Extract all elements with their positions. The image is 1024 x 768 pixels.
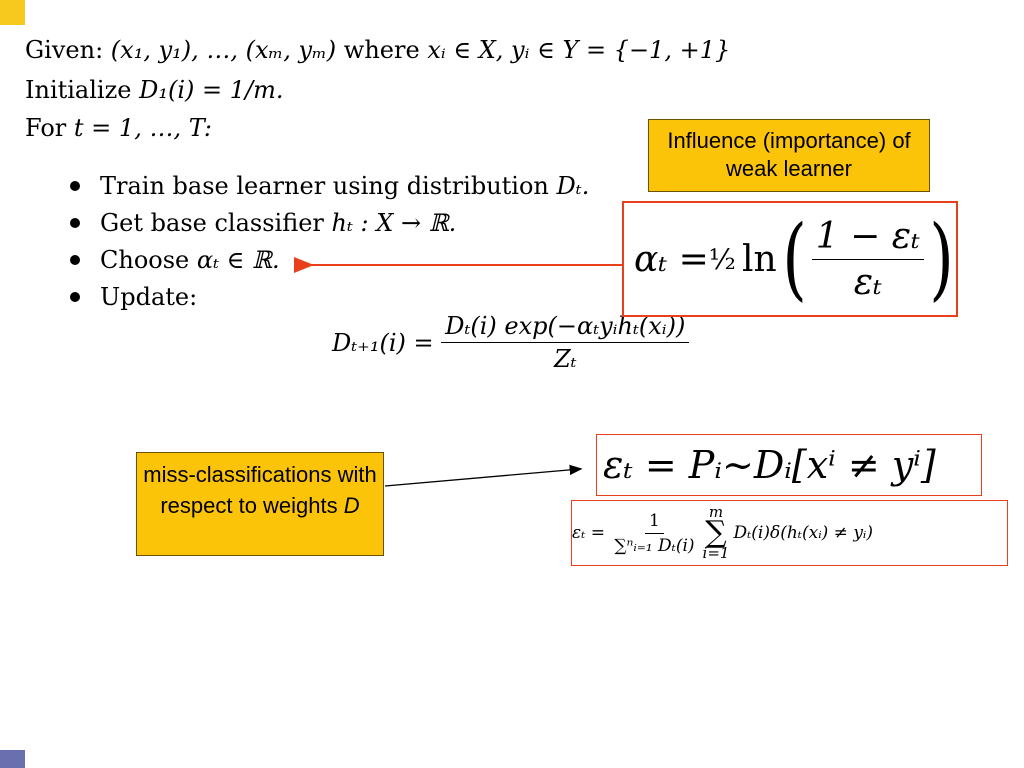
alpha-half: ½ bbox=[708, 242, 736, 276]
bullet-icon bbox=[70, 181, 80, 191]
left-paren: ( bbox=[781, 206, 807, 311]
right-paren: ) bbox=[929, 206, 954, 311]
for-math: t = 1, …, T: bbox=[73, 114, 212, 142]
step-item: Update: bbox=[70, 283, 589, 320]
given-sets: xᵢ ∈ X, yᵢ ∈ Y = {−1, +1} bbox=[427, 36, 731, 64]
epsilon-weighted-box: εₜ = 1 ∑ⁿᵢ₌₁ Dₜ(i) m ∑ i=1 Dₜ(i)δ(hₜ(xᵢ)… bbox=[571, 500, 1008, 566]
init-math: D₁(i) = 1/m. bbox=[139, 76, 284, 104]
given-line: Given: (x₁, y₁), …, (xₘ, yₘ) where xᵢ ∈ … bbox=[25, 36, 730, 64]
miss-var: D bbox=[343, 493, 360, 518]
given-where: where bbox=[343, 36, 420, 64]
step-text: Update: bbox=[100, 283, 198, 311]
step-item: Choose αₜ ∈ ℝ. bbox=[70, 246, 589, 283]
step-text: Train base learner using distribution bbox=[100, 172, 549, 200]
alpha-fraction: 1 − εₜ εₜ bbox=[811, 216, 924, 303]
for-line: For t = 1, …, T: bbox=[25, 114, 212, 142]
step-text: Get base classifier bbox=[100, 209, 324, 237]
step-math: hₜ : X → ℝ. bbox=[331, 209, 457, 237]
given-label: Given: bbox=[25, 36, 104, 64]
slide-corner-top bbox=[0, 0, 25, 25]
alpha-formula-box: αₜ = ½ ln ( 1 − εₜ εₜ ) bbox=[622, 201, 958, 317]
miss-classification-callout: miss-classifications with respect to wei… bbox=[136, 452, 384, 556]
bullet-icon bbox=[70, 255, 80, 265]
update-denominator: Zₜ bbox=[553, 345, 577, 373]
step-list: Train base learner using distribution Dₜ… bbox=[70, 172, 589, 320]
epsilon-definition: εₜ = Pᵢ∼Dᵢ[xⁱ ≠ yⁱ] bbox=[603, 443, 936, 487]
sum-lower-limit: i=1 bbox=[702, 544, 730, 562]
influence-text: Influence (importance) of weak learner bbox=[667, 128, 911, 181]
slide-corner-bottom bbox=[0, 750, 25, 768]
given-math: (x₁, y₁), …, (xₘ, yₘ) bbox=[110, 36, 337, 64]
sum-symbol: m ∑ i=1 bbox=[703, 505, 730, 561]
epsilon-denominator: ∑ⁿᵢ₌₁ Dₜ(i) bbox=[614, 535, 695, 556]
alpha-lhs: αₜ = bbox=[634, 238, 709, 280]
step-math: Dₜ. bbox=[556, 172, 590, 200]
alpha-numerator: 1 − εₜ bbox=[811, 216, 924, 260]
epsilon-numerator: 1 bbox=[645, 511, 664, 534]
init-line: Initialize D₁(i) = 1/m. bbox=[25, 76, 283, 104]
step-text: Choose bbox=[100, 246, 190, 274]
step-item: Train base learner using distribution Dₜ… bbox=[70, 172, 589, 209]
epsilon-term: Dₜ(i)δ(hₜ(xᵢ) ≠ yᵢ) bbox=[733, 523, 873, 543]
step-item: Get base classifier hₜ : X → ℝ. bbox=[70, 209, 589, 246]
sigma-icon: ∑ bbox=[705, 515, 727, 550]
for-label: For bbox=[25, 114, 67, 142]
alpha-ln: ln bbox=[741, 238, 777, 280]
init-label: Initialize bbox=[25, 76, 132, 104]
bullet-icon bbox=[70, 292, 80, 302]
epsilon-fraction: 1 ∑ⁿᵢ₌₁ Dₜ(i) bbox=[610, 511, 698, 556]
sum-upper-limit: m bbox=[708, 503, 724, 521]
alpha-denominator: εₜ bbox=[853, 261, 882, 303]
miss-text: miss-classifications with respect to wei… bbox=[143, 462, 377, 518]
update-lhs: Dₜ₊₁(i) = bbox=[332, 328, 434, 357]
epsilon-definition-box: εₜ = Pᵢ∼Dᵢ[xⁱ ≠ yⁱ] bbox=[596, 434, 982, 496]
miss-arrow bbox=[384, 464, 583, 487]
bullet-icon bbox=[70, 218, 80, 228]
step-math: αₜ ∈ ℝ. bbox=[196, 246, 280, 274]
influence-callout: Influence (importance) of weak learner bbox=[648, 119, 930, 192]
epsilon-lhs: εₜ = bbox=[572, 523, 605, 543]
